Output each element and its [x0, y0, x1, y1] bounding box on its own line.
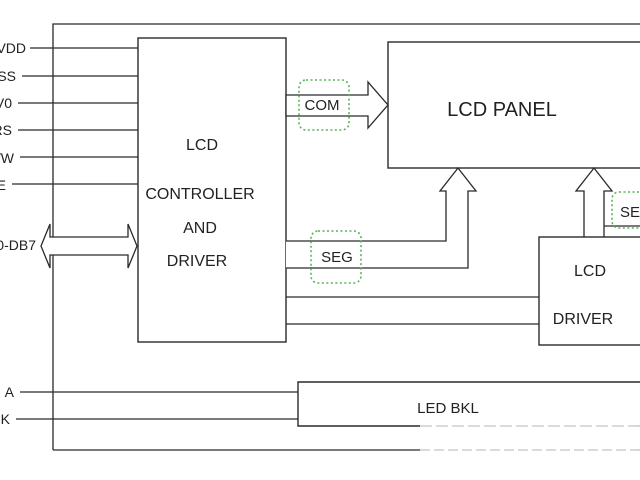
lcd-driver-block	[538, 236, 640, 346]
controller-block	[137, 37, 287, 343]
led-backlight-block	[297, 381, 640, 427]
pin-rs-label: RS	[0, 122, 12, 138]
pin-rw-label: R/W	[0, 150, 15, 166]
seg-right-badge	[611, 191, 640, 229]
pin-k-label: K	[1, 411, 11, 427]
controller-label-line1: LCD	[186, 137, 218, 154]
data-bus-arrow	[40, 223, 138, 269]
pin-e-label: E	[0, 177, 6, 193]
lcd-panel-label: LCD PANEL	[447, 99, 557, 121]
driver-seg-arrow	[574, 166, 614, 237]
seg-badge	[310, 230, 362, 284]
com-label: COM	[305, 97, 340, 114]
pin-a-label: A	[5, 384, 15, 400]
seg-right-label: SEG	[620, 204, 640, 221]
led-backlight-label: LED BKL	[417, 400, 479, 417]
pin-v0-label: V0	[0, 95, 12, 111]
com-badge	[298, 79, 350, 131]
pin-vss-label: VSS	[0, 68, 16, 84]
seg-arrow	[286, 166, 478, 269]
pin-vdd-label: VDD	[0, 40, 26, 56]
driver-label-line2: DRIVER	[553, 311, 613, 328]
controller-label-line2: CONTROLLER	[145, 186, 254, 203]
driver-label-line1: LCD	[574, 263, 606, 280]
com-arrow	[285, 80, 389, 130]
controller-label-line3: AND	[183, 220, 217, 237]
controller-label-line4: DRIVER	[167, 253, 227, 270]
module-frame	[52, 23, 640, 450]
seg-label: SEG	[321, 249, 353, 266]
pin-db-label: DB0-DB7	[0, 237, 36, 253]
